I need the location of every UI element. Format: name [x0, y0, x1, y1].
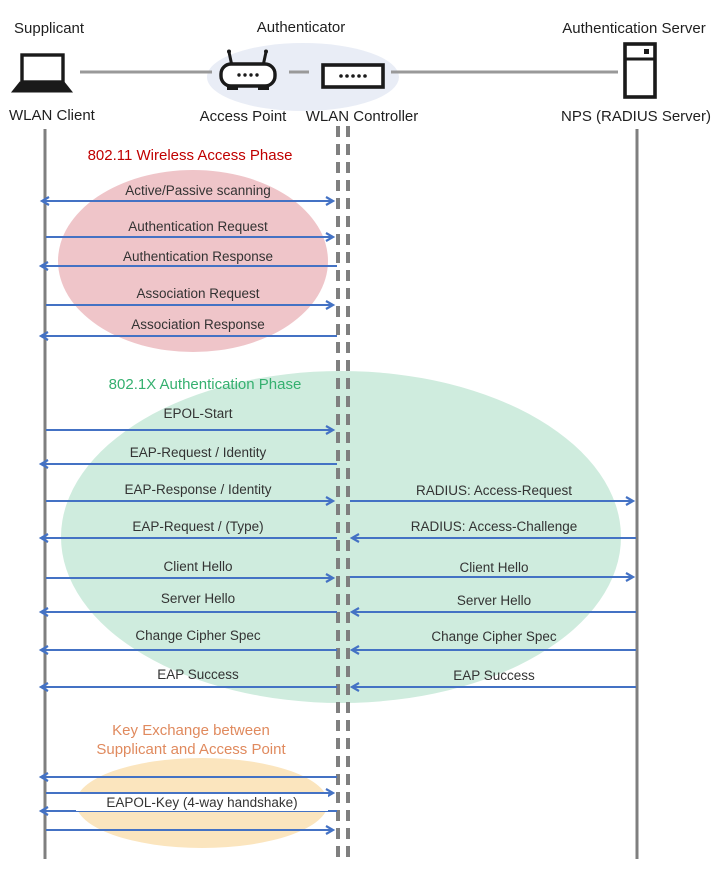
- msg-server-hello-left: Server Hello: [160, 591, 236, 606]
- msg-server-hello-right: Server Hello: [456, 593, 532, 608]
- server-icon: [623, 42, 657, 99]
- msg-change-cipher-right: Change Cipher Spec: [431, 629, 557, 644]
- msg-change-cipher-left: Change Cipher Spec: [135, 628, 261, 643]
- msg-scanning: Active/Passive scanning: [125, 183, 271, 198]
- authenticator-highlight-ellipse: [207, 43, 399, 111]
- phase1-title: 802.11 Wireless Access Phase: [87, 147, 293, 164]
- msg-radius-access-challenge: RADIUS: Access-Challenge: [410, 519, 578, 534]
- msg-eap-success-right: EAP Success: [453, 668, 535, 683]
- role-authentication-server: Authentication Server: [562, 20, 706, 37]
- device-wlan-controller: WLAN Controller: [305, 108, 419, 125]
- wlan-controller-icon: [321, 63, 385, 89]
- device-nps: NPS (RADIUS Server): [560, 108, 712, 125]
- msg-eap-response-identity: EAP-Response / Identity: [124, 482, 272, 497]
- msg-assoc-response: Association Response: [131, 317, 265, 332]
- msg-eap-success-left: EAP Success: [157, 667, 239, 682]
- phase3-title-line1: Key Exchange between: [112, 722, 270, 739]
- access-point-icon: [219, 49, 277, 90]
- role-authenticator: Authenticator: [256, 19, 346, 36]
- phase1-ellipse: [58, 170, 328, 352]
- phase2-title: 802.1X Authentication Phase: [108, 376, 302, 393]
- laptop-icon: [10, 53, 74, 93]
- msg-auth-request: Authentication Request: [128, 219, 268, 234]
- msg-eapol-key: EAPOL-Key (4-way handshake): [76, 794, 328, 811]
- msg-client-hello-right: Client Hello: [459, 560, 529, 575]
- phase3-title-line2: Supplicant and Access Point: [96, 741, 286, 758]
- device-wlan-client: WLAN Client: [9, 107, 95, 124]
- msg-client-hello-left: Client Hello: [163, 559, 233, 574]
- phase3-title: Key Exchange between Supplicant and Acce…: [96, 721, 285, 759]
- msg-assoc-request: Association Request: [136, 286, 260, 301]
- msg-auth-response: Authentication Response: [122, 249, 274, 264]
- role-supplicant: Supplicant: [14, 20, 85, 37]
- message-arrows-left: [38, 196, 337, 835]
- msg-radius-access-request: RADIUS: Access-Request: [415, 483, 573, 498]
- phase2-ellipse: [61, 371, 621, 703]
- msg-eap-request-identity: EAP-Request / Identity: [129, 445, 267, 460]
- device-access-point: Access Point: [199, 108, 287, 125]
- message-arrows-right: [349, 496, 636, 692]
- msg-eap-request-type: EAP-Request / (Type): [132, 519, 264, 534]
- msg-epol-start: EPOL-Start: [163, 406, 233, 421]
